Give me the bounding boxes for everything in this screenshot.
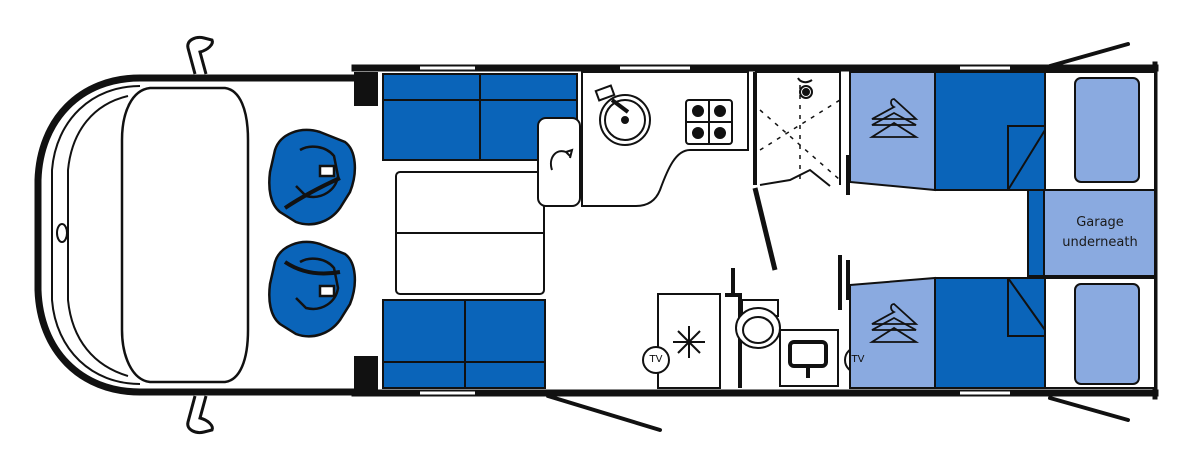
seatbelt-icon [283,176,341,210]
pillow-top [1074,77,1140,183]
wardrobe-hanger-icon [868,98,920,343]
passenger-seat [268,240,357,338]
seatbelt-buckle-passenger [318,284,336,298]
entrance-door [546,394,662,432]
garage-label-line2: underneath [1062,235,1138,250]
cab-seats [268,128,357,338]
pillow-bottom [1074,283,1140,385]
mirror-bottom [186,395,214,434]
rear-beds [846,71,1156,389]
passenger-seat-body [268,240,357,338]
rear-awning-bottom [1048,396,1130,422]
swivel-arrowhead [565,148,574,159]
toilet-wall [725,293,742,388]
windows [420,66,1010,395]
cab [34,36,360,434]
garage-label-line1: Garage [1076,215,1124,230]
driver-seat-cushion [295,145,340,199]
bed-top-diagonal [1007,72,1046,191]
passenger-seat-cushion [295,257,340,311]
shower-tray [759,85,841,181]
cab-inner-line [51,85,141,385]
cab-post-bottom [354,356,378,390]
tv-label-bedroom: TV [851,354,865,365]
garage-area [1043,189,1156,277]
kitchen [537,71,749,207]
tv-label-lounge: TV [649,354,663,365]
lounge-seat-bottom-left [382,299,466,389]
shower-curtain [759,168,831,187]
lounge-seat-bottom-right [464,299,546,389]
fridge [642,293,721,389]
kitchen-unit [537,117,581,207]
sink-tap-icon [594,84,651,146]
rear-awning-top [1048,42,1130,68]
shower-wall [755,71,841,185]
tv-icon-lounge [642,346,670,374]
cab-outline [34,74,360,396]
hob-icon [685,99,733,145]
garage-step [1027,189,1045,277]
cab-roof-panel [120,86,250,384]
garage-label: Garage underneath [1050,213,1150,253]
cab-light [56,223,68,243]
lounge-seat-top-left [382,73,481,161]
basin-tap-icon [779,329,839,387]
shower-head-icon [797,77,813,99]
cab-inner-line-2 [67,95,129,377]
swivel-arrow-icon [550,150,571,171]
driver-seat-body [268,128,357,226]
front-lounge [382,73,578,389]
driver-seat [268,128,357,226]
wardrobe-top [849,71,936,192]
cab-post-top [354,72,378,106]
doors [546,42,1130,432]
washroom-door [752,187,778,271]
seatbelt-buckle [318,164,336,178]
mirror-top [186,36,214,75]
toilet-icon [735,299,781,349]
bed-bottom-diagonal [1007,277,1046,388]
seatbelt-icon-passenger [283,260,341,276]
fridge-snowflake-icon [673,326,705,358]
